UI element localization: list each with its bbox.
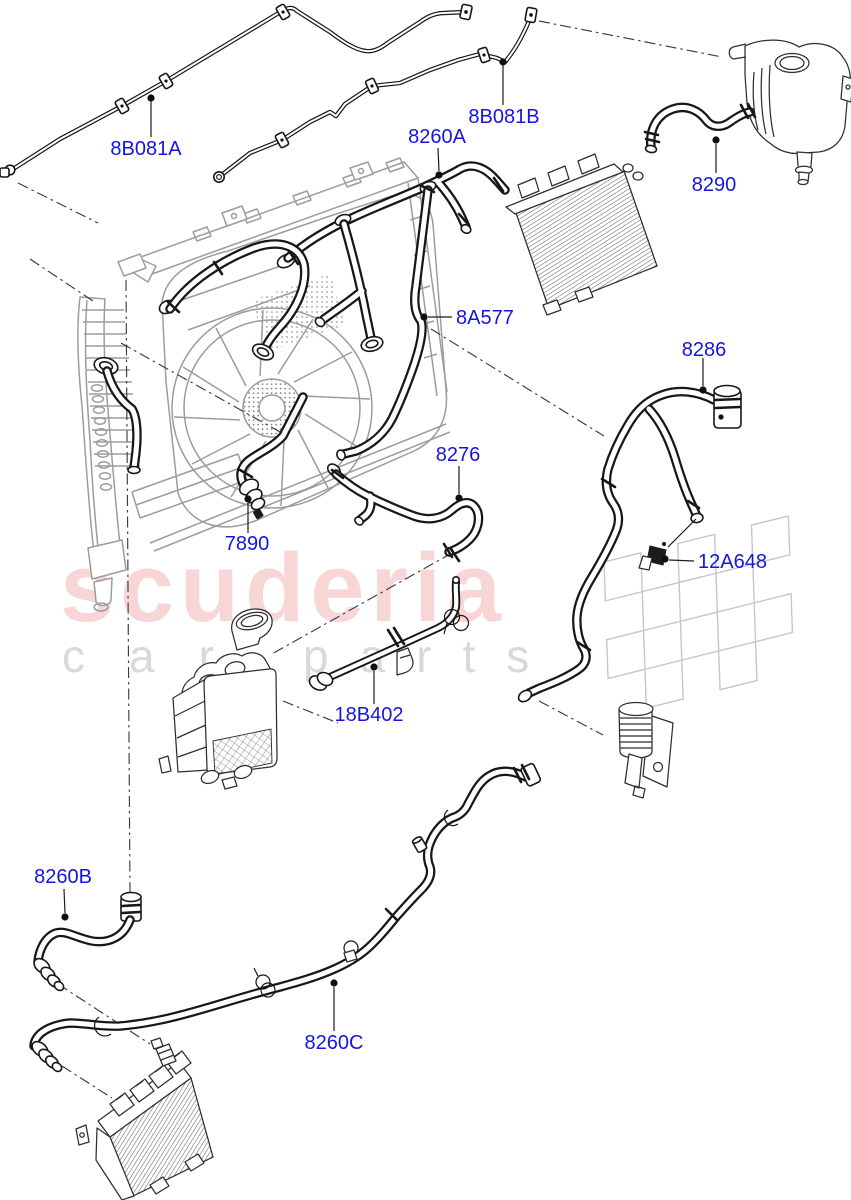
part-label-8276[interactable]: 8276 bbox=[436, 444, 481, 466]
part-label-8260b[interactable]: 8260B bbox=[34, 866, 92, 888]
leader-dot bbox=[435, 171, 443, 179]
leader-dot bbox=[330, 979, 338, 987]
callout-8290: 8290 bbox=[692, 136, 737, 196]
tube-18b402 bbox=[308, 575, 470, 691]
part-label-8b081b[interactable]: 8B081B bbox=[468, 106, 539, 128]
part-label-18b402[interactable]: 18B402 bbox=[335, 704, 404, 726]
aux-radiator-lower bbox=[75, 1037, 214, 1200]
callout-8260a: 8260A bbox=[408, 126, 467, 179]
watermark: scuderia car parts bbox=[60, 515, 794, 709]
callout-18b402: 18B402 bbox=[335, 663, 404, 726]
radiator-hoses bbox=[93, 166, 505, 475]
coolant-tube-8b081a bbox=[0, 3, 473, 178]
part-label-8a577[interactable]: 8A577 bbox=[456, 307, 514, 329]
part-label-7890[interactable]: 7890 bbox=[225, 533, 270, 555]
hose-bracket bbox=[253, 967, 276, 998]
watermark-brand: scuderia bbox=[60, 533, 507, 642]
callout-8260c: 8260C bbox=[305, 979, 364, 1054]
leader-dot bbox=[61, 913, 69, 921]
watermark-tagline-car: car bbox=[62, 630, 258, 682]
callout-8b081a: 8B081A bbox=[110, 94, 182, 160]
part-label-8b081a[interactable]: 8B081A bbox=[110, 138, 182, 160]
checkered-flag bbox=[603, 515, 794, 709]
callout-8a577: 8A577 bbox=[420, 307, 514, 329]
sensor-12a648 bbox=[638, 518, 697, 571]
expansion-tank bbox=[728, 39, 851, 186]
leader-dot bbox=[499, 58, 507, 66]
leader-dot bbox=[420, 313, 428, 321]
hose-8276 bbox=[326, 463, 478, 563]
part-label-12a648[interactable]: 12A648 bbox=[698, 551, 767, 573]
leader-line bbox=[437, 147, 440, 172]
hose-8286-fitting bbox=[713, 384, 742, 429]
hose-8260c bbox=[29, 762, 542, 1073]
callout-7890: 7890 bbox=[225, 495, 270, 555]
part-label-8290[interactable]: 8290 bbox=[692, 174, 737, 196]
part-label-8260c[interactable]: 8260C bbox=[305, 1032, 364, 1054]
leader-dot bbox=[712, 136, 720, 144]
callout-8286: 8286 bbox=[682, 339, 727, 394]
hose-8286 bbox=[517, 384, 742, 703]
part-label-8286[interactable]: 8286 bbox=[682, 339, 727, 361]
hose-clip bbox=[343, 940, 359, 963]
leader-dot bbox=[147, 94, 155, 102]
callout-8b081b: 8B081B bbox=[468, 58, 540, 128]
leader-dot bbox=[244, 495, 252, 503]
charge-air-cooler bbox=[158, 608, 278, 790]
part-label-8260a[interactable]: 8260A bbox=[408, 126, 466, 148]
callout-12a648: 12A648 bbox=[661, 551, 767, 573]
hose-7890 bbox=[237, 397, 303, 520]
aux-radiator-upper bbox=[505, 153, 658, 316]
leader-dot bbox=[455, 494, 463, 502]
leader-line bbox=[668, 559, 695, 562]
callouts: 8B081A 8B081B 8260A 8290 8A577 8286 bbox=[34, 58, 767, 1054]
coolant-tube-8b081b bbox=[213, 6, 538, 183]
hose-8260b bbox=[31, 891, 142, 992]
leader-dot bbox=[370, 663, 378, 671]
alignment-lines bbox=[17, 20, 723, 1099]
leader-line bbox=[63, 888, 66, 914]
hose-8290 bbox=[643, 104, 757, 154]
oil-cooler bbox=[618, 701, 674, 799]
leader-dot bbox=[699, 386, 707, 394]
callout-8260b: 8260B bbox=[34, 866, 92, 921]
leader-dot bbox=[661, 555, 669, 563]
callout-8276: 8276 bbox=[436, 444, 481, 502]
